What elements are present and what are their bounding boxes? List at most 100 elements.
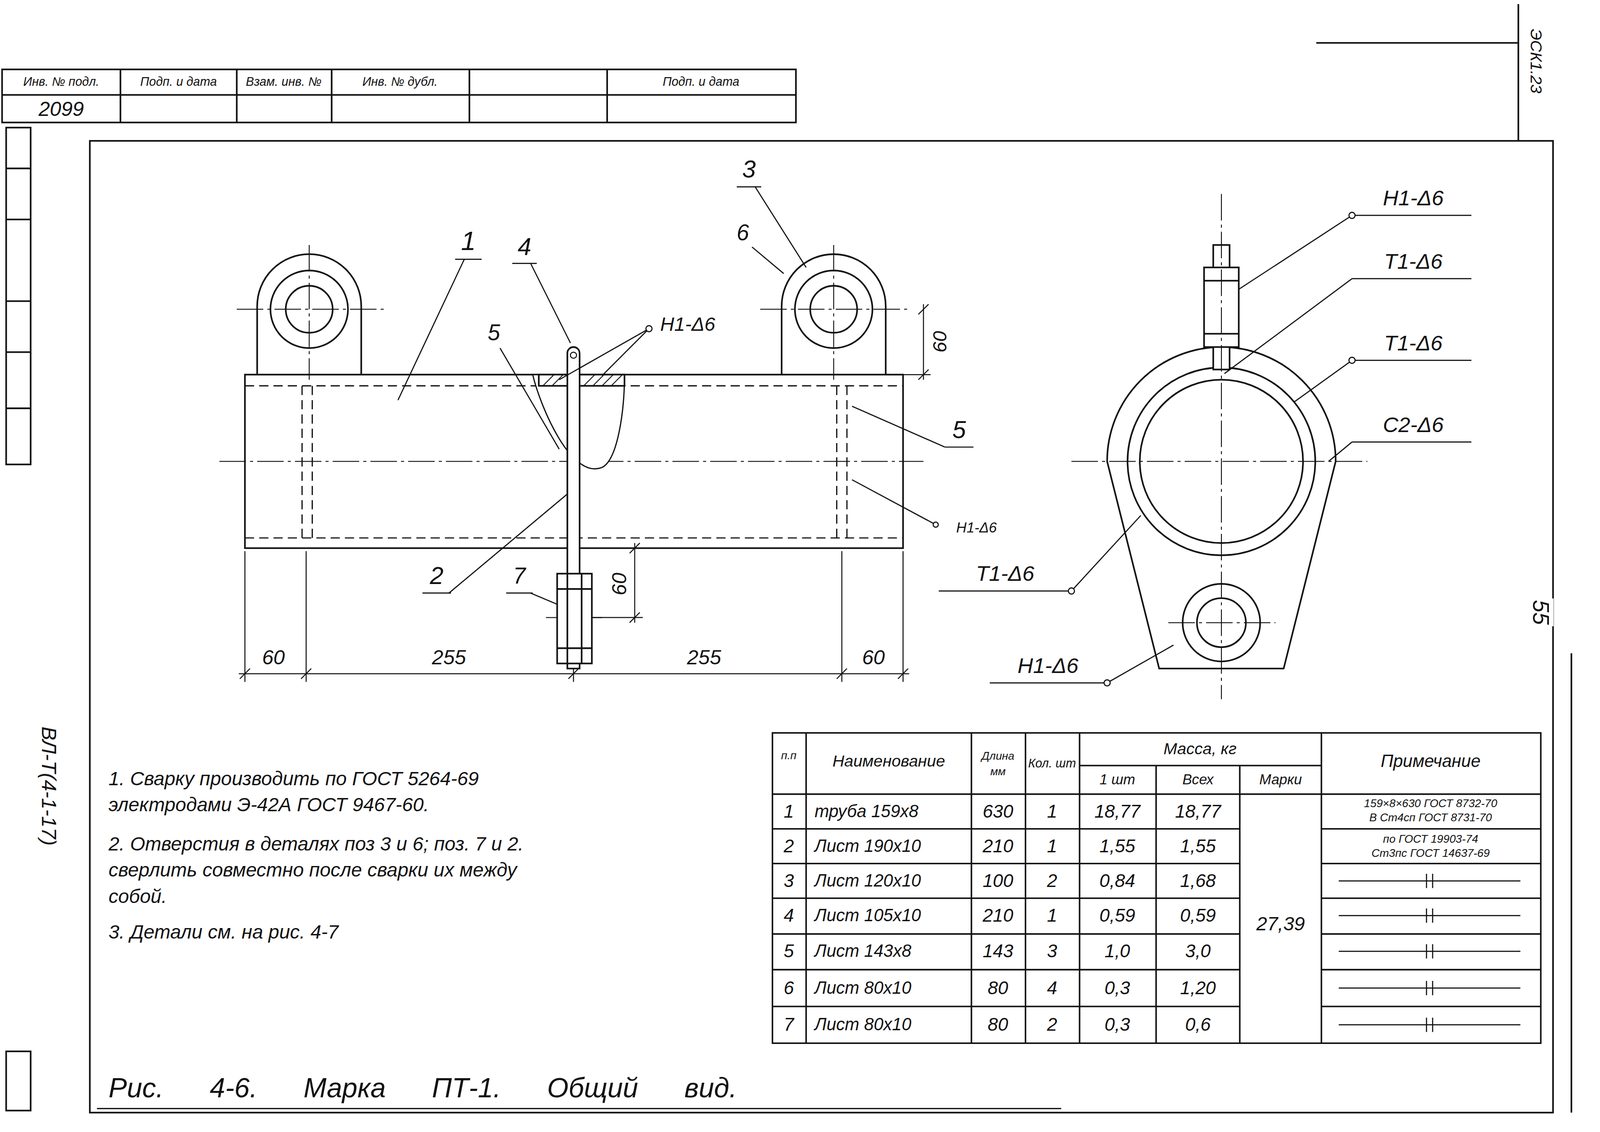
sheet-frame xyxy=(1316,41,1519,44)
leader-lines xyxy=(455,258,482,260)
sheet-frame xyxy=(235,69,238,123)
table-cell: 210 xyxy=(981,904,1015,926)
leader-lines xyxy=(933,521,939,527)
parts-table xyxy=(1321,932,1541,935)
table-cell: 0,6 xyxy=(1184,1013,1213,1035)
ditto-mark xyxy=(1338,950,1521,952)
parts-table xyxy=(772,732,1542,1043)
pipe-front-view xyxy=(551,374,564,386)
leader-lines xyxy=(1068,587,1075,594)
dimension: 60 xyxy=(260,645,287,669)
stamp-field: Инв. № подл. xyxy=(21,74,101,89)
table-header: Марки xyxy=(1257,771,1304,788)
sheet-frame xyxy=(2,69,797,123)
pipe-front-view xyxy=(566,573,569,664)
weld-mark: Н1-Δ6 xyxy=(1381,185,1445,211)
pipe-side-view xyxy=(1071,460,1368,462)
pipe-front-view xyxy=(580,573,583,664)
ditto-mark xyxy=(1338,987,1521,988)
table-cell: 1,20 xyxy=(1178,976,1217,998)
pipe-front-view xyxy=(538,374,625,386)
parts-table xyxy=(1024,732,1027,1043)
table-cell: 0,59 xyxy=(1178,904,1217,926)
sheet-frame xyxy=(5,218,31,221)
leader-lines xyxy=(1351,278,1472,280)
mass-total: 27,39 xyxy=(1255,912,1307,935)
pipe-front-view xyxy=(810,285,858,333)
dimension-lines xyxy=(305,550,307,682)
pipe-front-view xyxy=(846,385,848,538)
leader-lines xyxy=(938,590,1072,592)
sheet-frame xyxy=(5,127,31,465)
sheet-frame xyxy=(89,140,1554,1113)
pipe-front-view xyxy=(781,254,886,375)
table-note: Ст3пс ГОСТ 14637-69 xyxy=(1370,846,1491,860)
pipe-front-view xyxy=(592,374,605,386)
dimension-lines xyxy=(633,542,635,623)
leader-lines xyxy=(1351,359,1472,361)
parts-table xyxy=(805,732,807,1043)
dimension-lines xyxy=(836,668,847,679)
sheet-frame xyxy=(5,300,31,302)
stamp-field: Подп. и дата xyxy=(661,74,741,89)
pipe-front-view xyxy=(311,385,313,538)
table-cell: 1,0 xyxy=(1103,940,1132,962)
parts-table xyxy=(772,968,1241,971)
sheet-number: 55 xyxy=(1527,598,1554,627)
dimension-lines xyxy=(244,550,246,682)
ditto-mark xyxy=(1432,980,1434,995)
pipe-front-view xyxy=(542,374,555,386)
parts-table xyxy=(772,932,1241,935)
ditto-mark xyxy=(1338,1023,1521,1025)
table-header: Примечание xyxy=(1379,751,1482,772)
pipe-side-view xyxy=(1071,193,1368,699)
parts-table xyxy=(1321,968,1541,971)
pipe-front-view xyxy=(219,244,924,669)
ditto-mark xyxy=(1425,873,1427,888)
weld-mark: Н1-Δ6 xyxy=(1016,653,1080,678)
parts-table xyxy=(772,827,1241,830)
table-cell: Лист 143х8 xyxy=(813,940,913,962)
parts-table xyxy=(1078,732,1081,1043)
pipe-front-view xyxy=(794,270,873,349)
pipe-front-view xyxy=(583,374,596,386)
stamp-field: Взам. инв. № xyxy=(244,74,323,89)
table-cell: Лист 120х10 xyxy=(813,870,923,891)
ditto-mark xyxy=(1338,879,1521,881)
sheet-frame xyxy=(2,4,1572,1113)
table-cell: 18,77 xyxy=(1173,800,1223,822)
table-header: Масса, кг xyxy=(1162,739,1238,759)
sheet-frame xyxy=(5,1050,31,1111)
table-cell: 1 xyxy=(782,800,795,822)
table-cell: 210 xyxy=(981,835,1015,857)
ditto-mark xyxy=(1425,1017,1427,1032)
table-cell: 5 xyxy=(782,940,795,962)
callout-number: 4 xyxy=(516,233,533,262)
table-cell: 630 xyxy=(981,800,1015,822)
leader-lines xyxy=(398,259,465,400)
pipe-front-view xyxy=(836,385,838,538)
pipe-front-view xyxy=(833,244,835,380)
note: 3. Детали см. на рис. 4-7 xyxy=(107,918,549,945)
table-header: п.п xyxy=(779,748,798,762)
table-cell: 143 xyxy=(981,940,1015,962)
parts-table xyxy=(1079,764,1322,766)
pipe-front-view xyxy=(557,587,593,590)
leader-lines xyxy=(989,681,1107,683)
stamp-field: Инв. № дубл. xyxy=(361,74,440,89)
table-cell: Лист 190х10 xyxy=(813,836,923,857)
parts-table xyxy=(772,1005,1241,1007)
table-cell: труба 159х8 xyxy=(813,801,920,822)
table-cell: 0,59 xyxy=(1098,904,1137,926)
parts-table xyxy=(1239,765,1241,1044)
table-cell: 3 xyxy=(1045,940,1059,962)
weld-mark: Н1-Δ6 xyxy=(955,519,999,536)
parts-table xyxy=(1155,765,1157,1044)
table-cell: 1 xyxy=(1045,904,1059,926)
table-header: 1 шт xyxy=(1098,771,1137,788)
dimension-lines xyxy=(918,369,929,380)
leader-lines xyxy=(1351,214,1472,216)
dimension-lines xyxy=(902,550,904,682)
pipe-front-view xyxy=(308,244,310,380)
